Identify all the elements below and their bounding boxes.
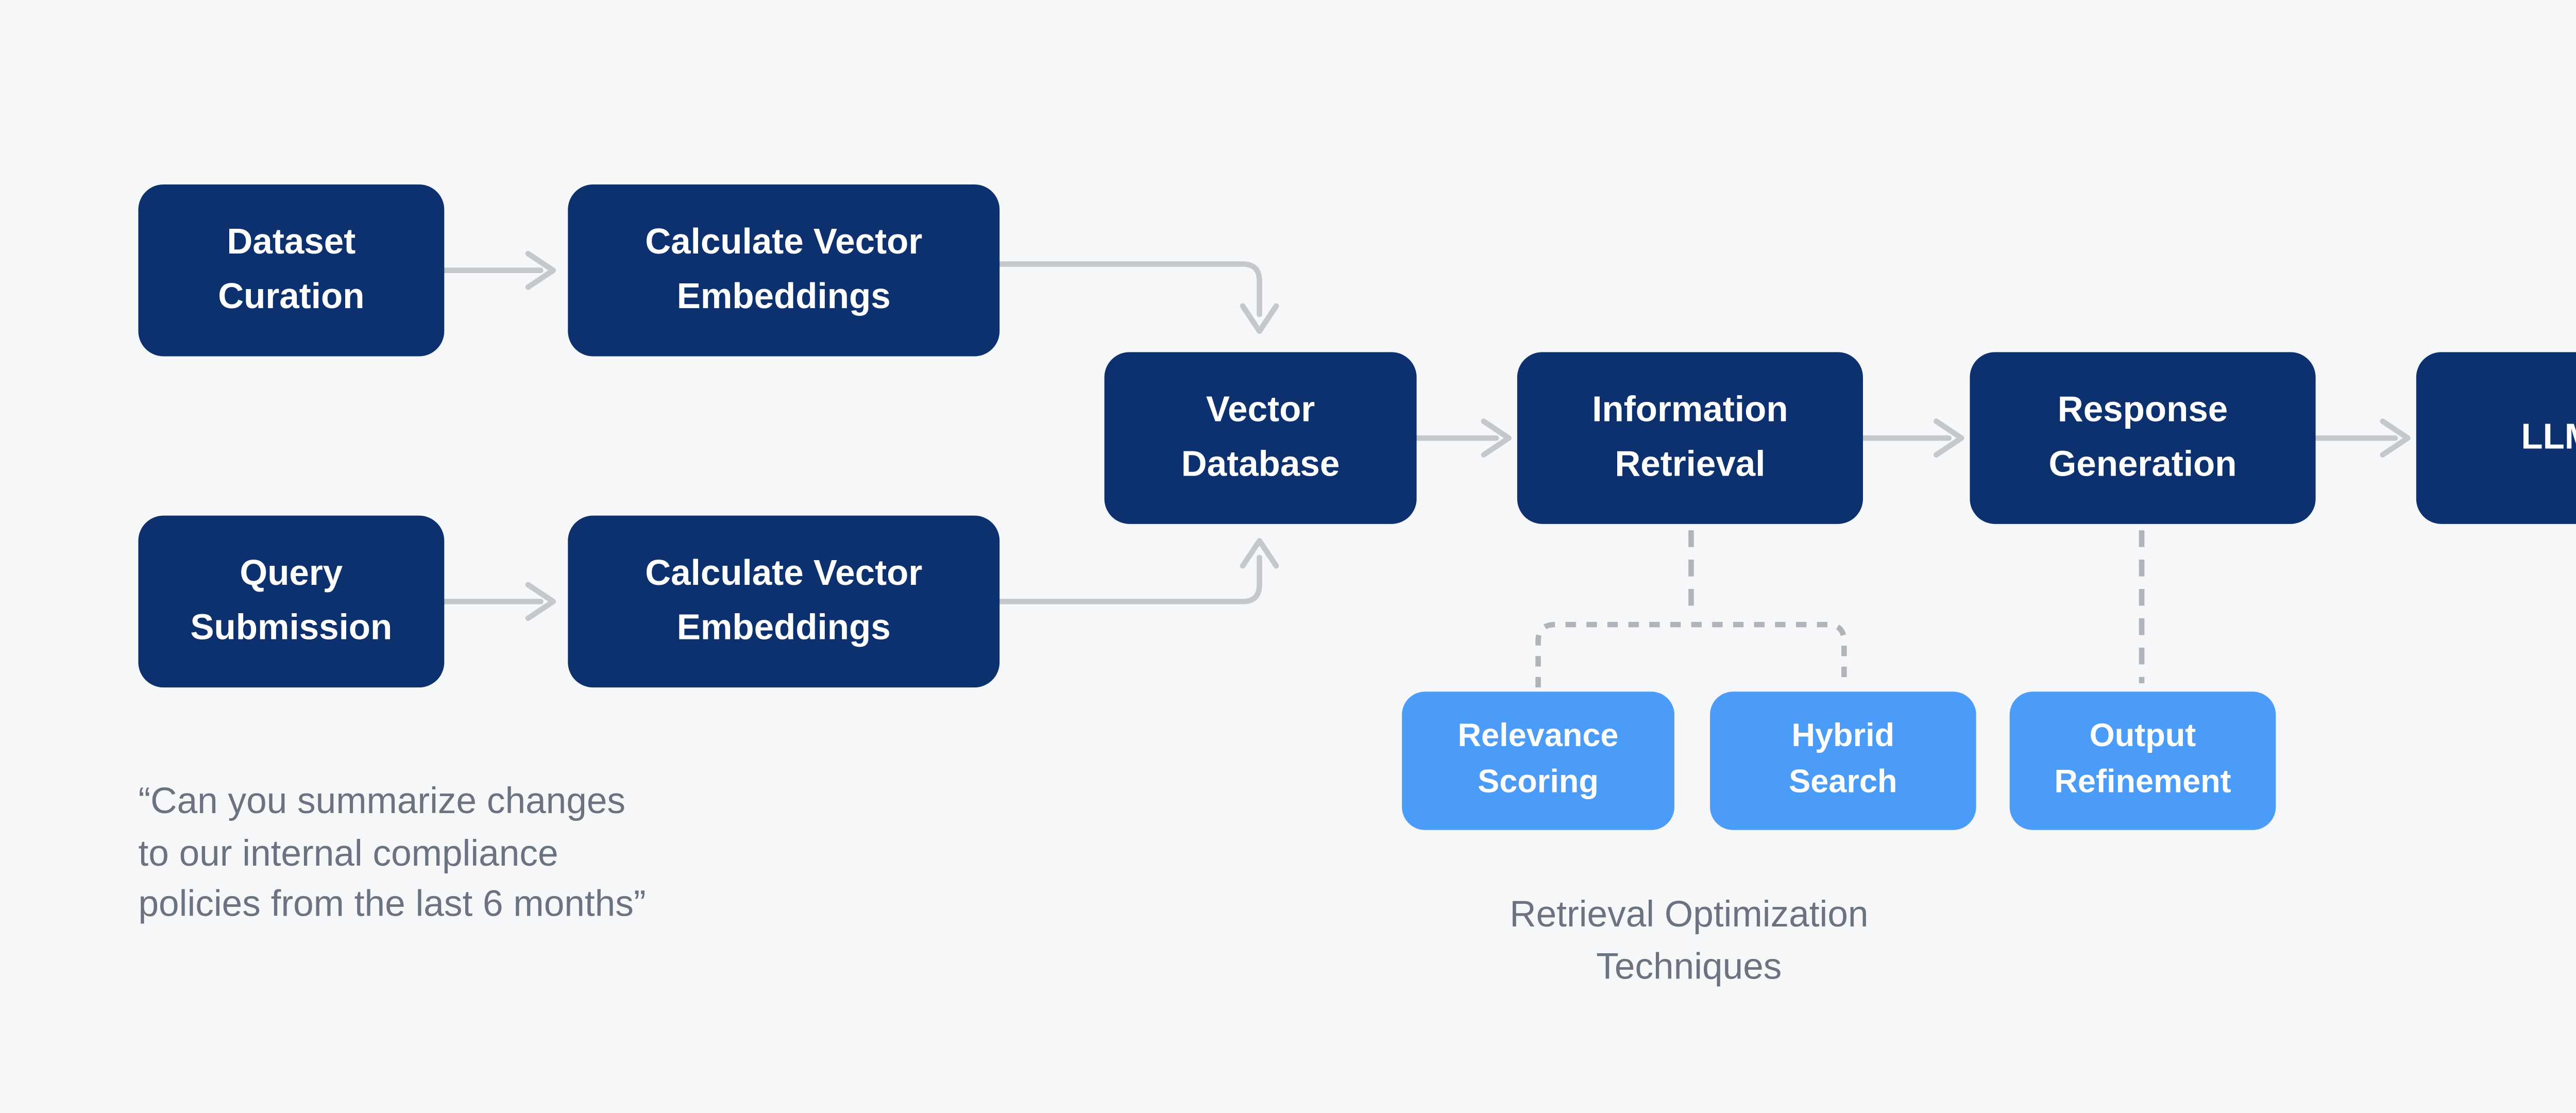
node-query-submission: Query Submission	[138, 515, 445, 688]
node-relevance-scoring: Relevance Scoring	[1402, 692, 1674, 830]
dashed-information-retrieval-branch	[1535, 530, 1847, 688]
arrow-vector-database-to-information-retrieval	[1414, 418, 1512, 458]
node-hybrid-search: Hybrid Search	[1710, 692, 1976, 830]
arrow-dataset-to-embeddings	[442, 250, 556, 290]
arrow-query-to-embeddings	[442, 582, 556, 621]
arrow-response-generation-to-llm	[2313, 418, 2411, 458]
node-dataset-curation: Dataset Curation	[138, 184, 445, 357]
node-calculate-vector-embeddings-top: Calculate Vector Embeddings	[568, 184, 1000, 357]
node-information-retrieval: Information Retrieval	[1517, 352, 1863, 524]
node-output-refinement: Output Refinement	[2009, 692, 2276, 830]
node-llm: LLM	[2416, 352, 2576, 524]
node-response-generation: Response Generation	[1970, 352, 2316, 524]
arrow-embeddings-top-to-vector-database	[996, 261, 1279, 334]
retrieval-optimization-label: Retrieval Optimization Techniques	[1510, 892, 1869, 986]
node-vector-database: Vector Database	[1104, 352, 1417, 524]
arrow-embeddings-bottom-to-vector-database	[996, 538, 1279, 604]
example-query-quote: “Can you summarize changes to our intern…	[138, 780, 646, 924]
arrow-information-retrieval-to-response-generation	[1860, 418, 1964, 458]
node-calculate-vector-embeddings-bottom: Calculate Vector Embeddings	[568, 515, 1000, 688]
